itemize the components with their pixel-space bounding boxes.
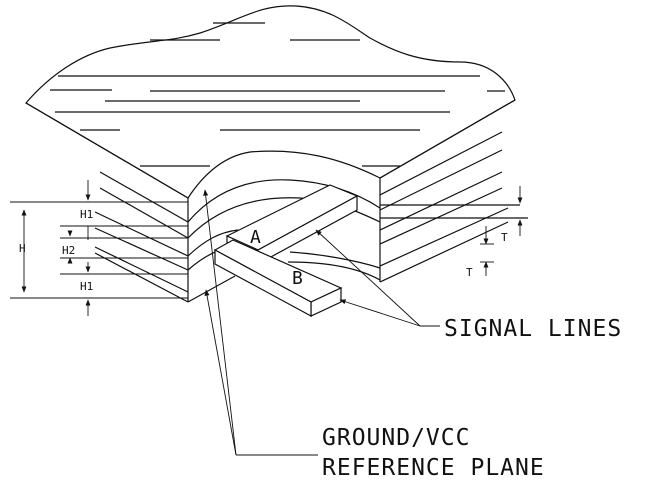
dim-h2-label: H2 [62, 244, 75, 257]
left-stack-face [25, 102, 189, 303]
dim-t-top-label: T [501, 231, 508, 244]
dim-h-label: H [19, 242, 26, 255]
right-dimension-lines [480, 186, 523, 276]
left-dimension-lines [10, 180, 188, 316]
top-layer [25, 5, 516, 199]
dim-h1-top-label: H1 [80, 208, 93, 221]
trace-a-label: A [250, 227, 261, 248]
signal-lines-leaders [315, 229, 440, 327]
trace-b [213, 239, 343, 318]
signal-lines-label: SIGNAL LINES [444, 316, 622, 342]
right-stack-face [379, 99, 528, 283]
trace-b-label: B [292, 268, 303, 289]
reference-plane-label-line1: GROUND/VCC [322, 425, 470, 451]
reference-plane-leaders [203, 189, 318, 456]
dim-t-bottom-label: T [466, 266, 473, 279]
reference-plane-label-line2: REFERENCE PLANE [322, 455, 545, 481]
dim-h1-bottom-label: H1 [80, 280, 93, 293]
